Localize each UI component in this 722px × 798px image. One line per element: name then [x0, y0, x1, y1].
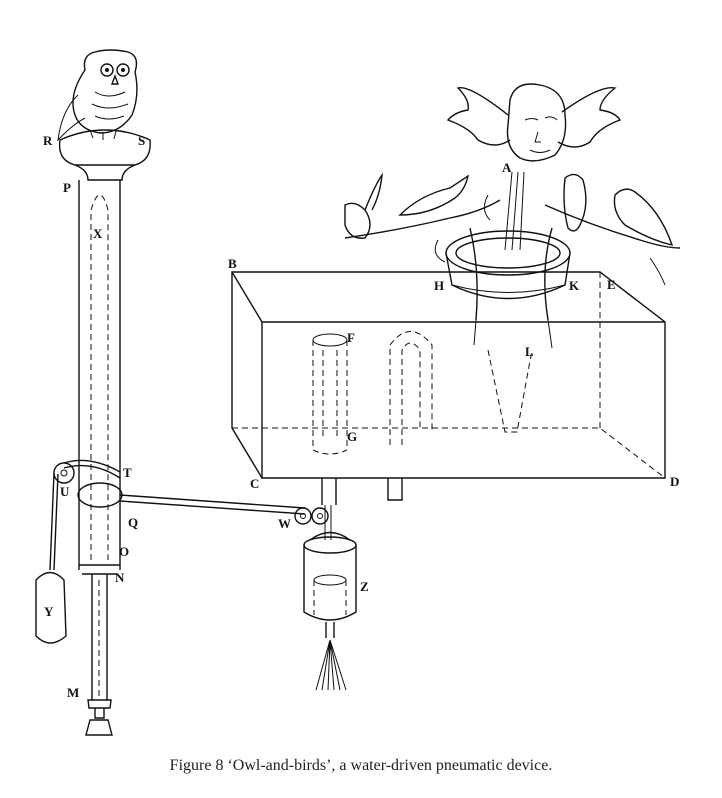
figure-caption: Figure 8 ‘Owl-and-birds’, a water-driven… [169, 757, 553, 774]
branches-and-birds [344, 172, 681, 286]
label-M: M [67, 685, 79, 700]
label-Y: Y [44, 604, 54, 619]
label-D: D [670, 474, 679, 489]
connecting-pipe [119, 494, 329, 525]
label-R: R [43, 133, 53, 148]
label-B: B [228, 256, 237, 271]
water-tank [231, 271, 666, 505]
label-W: W [278, 516, 291, 531]
label-F: F [347, 330, 355, 345]
label-P: P [63, 180, 71, 195]
label-T: T [123, 465, 132, 480]
label-Q: Q [128, 515, 138, 530]
label-O: O [119, 544, 129, 559]
diagram-labels: A B C D E F G H K L M N O P Q R S T U W … [43, 133, 679, 700]
label-U: U [60, 484, 70, 499]
owl-column [58, 129, 151, 736]
basin [445, 171, 571, 321]
bucket [303, 505, 357, 691]
label-L: L [525, 344, 534, 359]
label-A: A [502, 160, 512, 175]
label-N: N [115, 570, 125, 585]
label-K: K [569, 278, 580, 293]
label-C: C [250, 476, 259, 491]
label-G: G [347, 429, 357, 444]
label-S: S [138, 133, 145, 148]
label-E: E [607, 277, 616, 292]
label-X: X [93, 226, 103, 241]
label-Z: Z [360, 579, 369, 594]
owl [57, 49, 138, 142]
winged-face [446, 83, 622, 162]
label-H: H [434, 278, 444, 293]
